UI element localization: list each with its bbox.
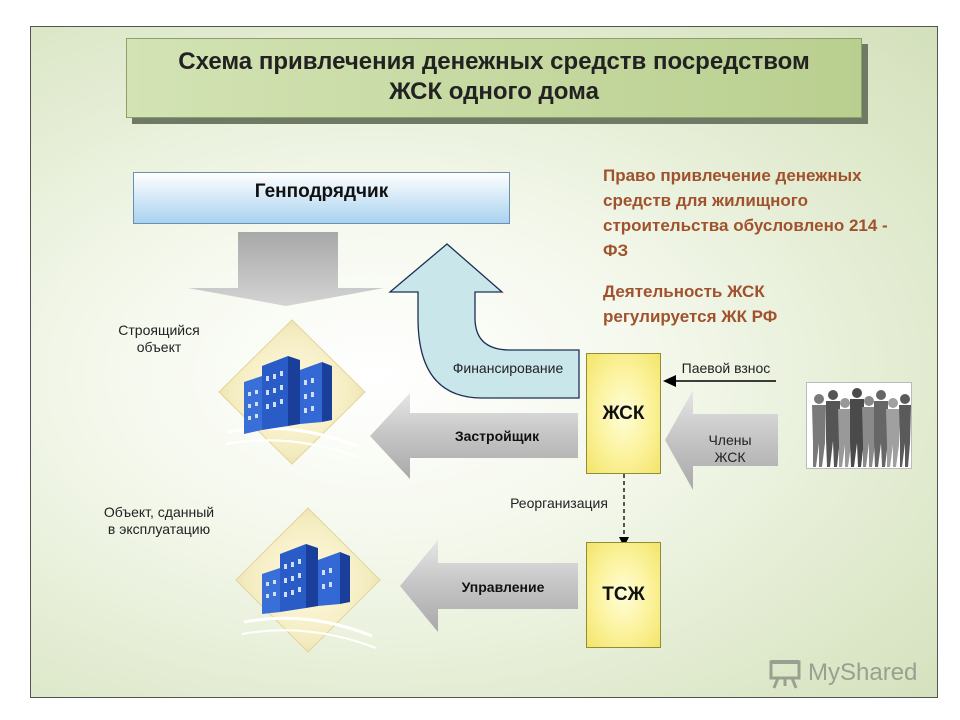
building-under-construction-label: Строящийся объект [118, 322, 200, 355]
developer-label: Застройщик [454, 428, 540, 444]
brand-text: MyShared [808, 659, 918, 686]
financing-arrow [388, 243, 580, 399]
share-contribution-label: Паевой взнос [681, 360, 771, 376]
share-contribution-arrowhead [663, 375, 676, 387]
financing-label: Финансирование [452, 360, 564, 376]
reorganization-label: Реорганизация [510, 495, 608, 511]
management-arrow [400, 540, 578, 632]
down-arrow [188, 232, 384, 306]
building-commissioned-icon [235, 507, 381, 653]
building-commissioned-label: Объект, сданный в эксплуатацию [103, 504, 215, 537]
zhsk-label: ЖСК [602, 402, 645, 424]
genpodryadchik-label: Генподрядчик [254, 181, 389, 202]
title-line-1: Схема привлечения денежных средств посре… [178, 48, 810, 75]
tszh-label: ТСЖ [602, 584, 645, 605]
management-label: Управление [461, 579, 545, 595]
building-under-construction-icon [218, 319, 366, 465]
housing-code-note: Деятельность ЖСК регулируется ЖК РФ [603, 282, 778, 326]
tszh-box: ТСЖ [586, 542, 661, 648]
title-line-2: ЖСК одного дома [389, 78, 599, 105]
brand-watermark: MyShared [768, 656, 917, 690]
slide-title: Схема привлечения денежных средств посре… [126, 38, 862, 118]
zhsk-members-picture [806, 382, 912, 469]
zhsk-box: ЖСК [586, 353, 661, 474]
members-arrow [665, 390, 778, 490]
law-214-note: Право привлечение денежных средств для ж… [603, 166, 888, 260]
presentation-icon [769, 660, 801, 689]
members-label: Члены ЖСК [708, 432, 752, 465]
genpodryadchik-box: Генподрядчик [133, 172, 510, 224]
developer-arrow [370, 393, 578, 479]
